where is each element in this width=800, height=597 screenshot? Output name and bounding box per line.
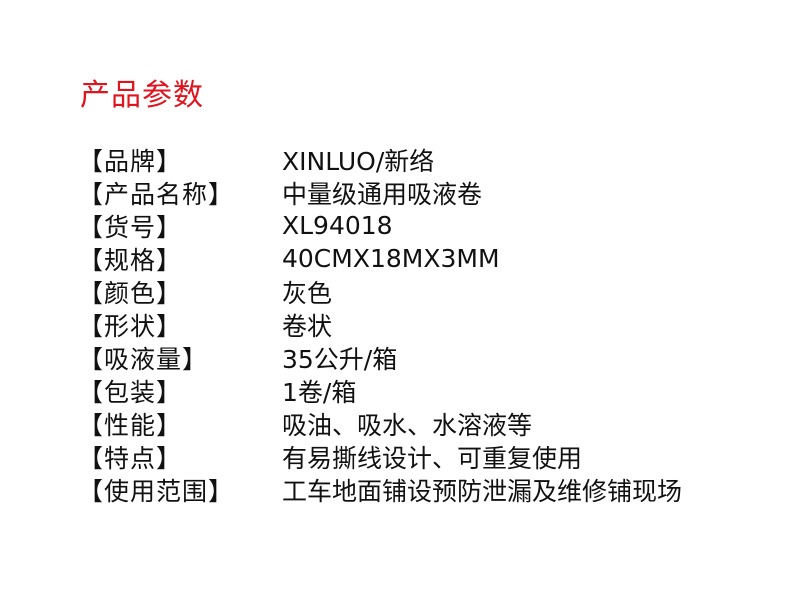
spec-label: 【包装】 — [78, 377, 183, 407]
spec-label: 【颜色】 — [78, 278, 183, 308]
spec-value: 卷状 — [282, 311, 333, 341]
page-title: 产品参数 — [80, 78, 204, 113]
spec-label: 【特点】 — [78, 443, 183, 473]
spec-list: 【品牌】 XINLUO/新络 【产品名称】 中量级通用吸液卷 【货号】 XL94… — [78, 143, 778, 506]
spec-value: 吸油、吸水、水溶液等 — [282, 410, 533, 440]
spec-value: 灰色 — [282, 278, 333, 308]
spec-label: 【规格】 — [78, 245, 183, 275]
spec-row-brand: 【品牌】 XINLUO/新络 — [78, 143, 778, 176]
spec-row-packaging: 【包装】 1卷/箱 — [78, 374, 778, 407]
spec-label: 【使用范围】 — [78, 476, 235, 506]
spec-label: 【货号】 — [78, 212, 183, 242]
spec-label: 【品牌】 — [78, 146, 183, 176]
spec-row-item-number: 【货号】 XL94018 — [78, 209, 778, 242]
spec-label: 【形状】 — [78, 311, 183, 341]
spec-value: 40CMX18MX3MM — [282, 244, 500, 273]
spec-value: 1卷/箱 — [282, 377, 357, 407]
spec-row-absorption: 【吸液量】 35公升/箱 — [78, 341, 778, 374]
spec-value: 工车地面铺设预防泄漏及维修铺现场 — [282, 476, 683, 506]
spec-label: 【性能】 — [78, 410, 183, 440]
spec-row-usage-scope: 【使用范围】 工车地面铺设预防泄漏及维修铺现场 — [78, 473, 778, 506]
spec-value: 中量级通用吸液卷 — [282, 179, 483, 209]
spec-row-color: 【颜色】 灰色 — [78, 275, 778, 308]
spec-row-performance: 【性能】 吸油、吸水、水溶液等 — [78, 407, 778, 440]
spec-row-shape: 【形状】 卷状 — [78, 308, 778, 341]
spec-value: XINLUO/新络 — [282, 146, 435, 176]
spec-label: 【产品名称】 — [78, 179, 235, 209]
spec-label: 【吸液量】 — [78, 344, 209, 374]
spec-value: XL94018 — [282, 211, 393, 240]
spec-row-size: 【规格】 40CMX18MX3MM — [78, 242, 778, 275]
spec-row-product-name: 【产品名称】 中量级通用吸液卷 — [78, 176, 778, 209]
spec-value: 有易撕线设计、可重复使用 — [282, 443, 583, 473]
spec-value: 35公升/箱 — [282, 344, 398, 374]
spec-row-features: 【特点】 有易撕线设计、可重复使用 — [78, 440, 778, 473]
